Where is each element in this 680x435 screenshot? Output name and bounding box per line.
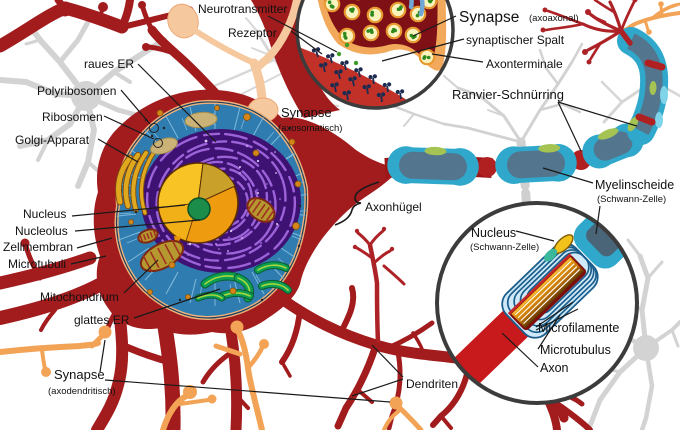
svg-text:Nucleus: Nucleus [23,207,66,221]
svg-text:Microfilamente: Microfilamente [538,321,619,335]
svg-text:Synapse: Synapse [281,105,332,120]
svg-text:Synapse: Synapse [54,367,105,382]
svg-text:(Schwann-Zelle): (Schwann-Zelle) [597,194,666,205]
svg-text:Ribosomen: Ribosomen [42,110,103,124]
svg-text:Ranvier-Schnürring: Ranvier-Schnürring [452,87,564,102]
svg-text:Myelinscheide: Myelinscheide [595,178,674,192]
svg-text:Mitochondrium: Mitochondrium [40,290,119,304]
svg-text:Axon: Axon [540,361,569,375]
svg-text:(axoaxonal): (axoaxonal) [529,13,579,24]
svg-text:raues ER: raues ER [84,57,134,71]
svg-text:glattes ER: glattes ER [74,313,130,327]
svg-text:Golgi-Apparat: Golgi-Apparat [15,133,90,147]
svg-text:(Schwann-Zelle): (Schwann-Zelle) [470,242,539,253]
svg-text:Nucleus: Nucleus [471,226,516,240]
svg-text:Neurotransmitter: Neurotransmitter [198,2,287,16]
svg-text:Synapse: Synapse [459,9,519,26]
svg-text:Microtubuli: Microtubuli [8,257,66,271]
svg-text:Polyribosomen: Polyribosomen [37,84,116,98]
svg-text:Rezeptor: Rezeptor [228,26,277,40]
svg-text:(axodendritisch): (axodendritisch) [48,386,116,397]
svg-text:Zellmembran: Zellmembran [3,240,73,254]
svg-text:Microtubulus: Microtubulus [540,343,611,357]
svg-text:(axosomatisch): (axosomatisch) [278,123,342,134]
svg-text:Dendriten: Dendriten [406,377,458,391]
svg-text:Axonterminale: Axonterminale [486,57,563,71]
svg-text:Axonhügel: Axonhügel [365,200,422,214]
svg-text:Nucleolus: Nucleolus [15,224,68,238]
svg-text:synaptischer Spalt: synaptischer Spalt [466,33,565,47]
